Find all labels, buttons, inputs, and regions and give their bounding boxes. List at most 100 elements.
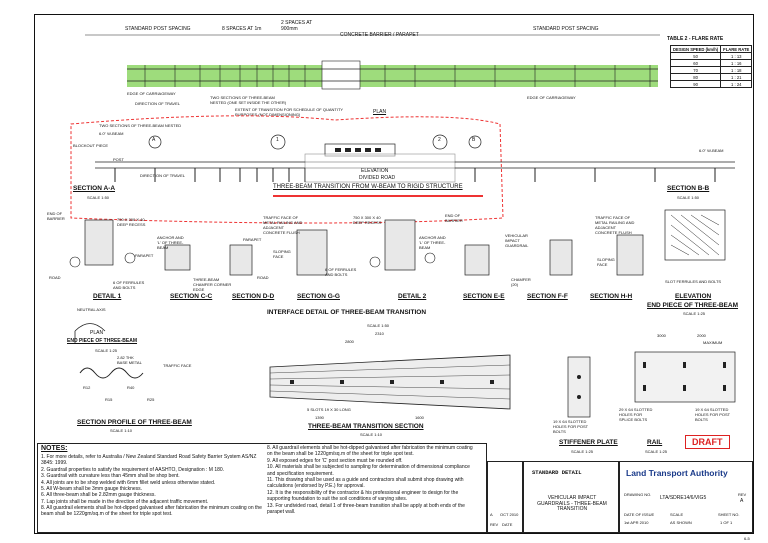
- sheet-value: 1 OF 1: [720, 520, 733, 525]
- elevation-drawing: [70, 115, 735, 224]
- detail-1-title: DETAIL 1: [93, 293, 122, 300]
- rail-scale: SCALE 1:25: [645, 449, 668, 454]
- blockout-label: BLOCKOUT PIECE: [73, 143, 109, 148]
- slot-ferrules-note: SLOT FERRULES AND BOLTS: [665, 279, 722, 284]
- spaces-2-label: 2 SPACES AT 900mm: [281, 20, 313, 32]
- dim-r40: R40: [127, 385, 135, 390]
- transition-slots: 5 SLOTS 19 X 30 LONG: [307, 407, 351, 412]
- rev-date-col: DATE: [502, 522, 513, 527]
- notes-box: [37, 443, 487, 533]
- transition-dim-bottom-1: 1390: [315, 415, 324, 420]
- rev-col: REV: [490, 522, 499, 527]
- direction-travel-top: DIRECTION OF TRAVEL: [135, 101, 180, 106]
- std-post-spacing-right: STANDARD POST SPACING: [533, 26, 599, 32]
- transition-dim-top-2: 2800: [345, 339, 354, 344]
- note-item: 9. All exposed edges for 'C' post sectio…: [267, 457, 403, 464]
- transition-title: THREE-BEAM TRANSITION SECTION: [308, 423, 424, 430]
- ferrules-note-2: 6 OF FERRULES AND BOLTS: [325, 267, 357, 277]
- road-note-1: ROAD: [49, 275, 61, 280]
- flare-table-title: TABLE 2 - FLARE RATE: [667, 36, 724, 42]
- deep-recess-note-2: 750 X 300 X 40 DEEP RECESS: [353, 215, 382, 225]
- scale-label: SCALE: [670, 512, 684, 517]
- sloping-face-note: SLOPING FACE: [273, 249, 291, 259]
- stiffener-drawing: [567, 356, 591, 418]
- ferrules-note: 6 OF FERRULES AND BOLTS: [113, 280, 145, 290]
- rail-maximum: MAXIMUM: [703, 340, 723, 345]
- notes-right: 8. All guardrail elements shall be hot-d…: [267, 445, 477, 515]
- traffic-face-note-2: TRAFFIC FACE OF METAL RAILING AND ADJACE…: [595, 215, 635, 235]
- three-beam-chamfer-note: THREE-BEAM CHAMFER CORNER EDGE: [193, 277, 232, 292]
- top-plan-drawing: [85, 34, 660, 90]
- note-item: 6. All three-beam shall be 2.82mm gauge …: [41, 492, 156, 499]
- drawing-sheet: STANDARD POST SPACING 8 SPACES AT 1m 2 S…: [34, 14, 754, 534]
- transition-scale-2: SCALE 1:10: [360, 432, 383, 437]
- elevation-end-title: ELEVATION: [675, 293, 712, 300]
- dim-r25: R25: [147, 397, 155, 402]
- dim-r12: R12: [83, 385, 91, 390]
- notes-left: NOTES: 1. For more details, refer to Aus…: [41, 445, 265, 518]
- rail-slotted-post: 19 X 64 SLOTTED HOLES FOR POST BOLTS: [695, 407, 731, 422]
- two-sections-note: TWO SECTIONS OF THREE-BEAM NESTED: [99, 123, 182, 128]
- note-item: 12. It is the responsibility of the cont…: [267, 489, 459, 503]
- callout-1: 1: [276, 137, 279, 143]
- note-item: 4. All joints are to be shop welded with…: [41, 479, 216, 486]
- standard-detail-block: STANDARD DETAIL VEHICULAR IMPACT GUARDRA…: [523, 461, 619, 533]
- flare-header-speed: DESIGN SPEED (km/h): [669, 45, 722, 53]
- anchor-note-2: ANCHOR AND 'L' OF THREE-BEAM: [419, 235, 446, 250]
- note-item: 5. All W-beam shall be 3mm gauge thickne…: [41, 485, 143, 492]
- flare-cell: 70: [669, 66, 722, 74]
- section-dd-title: SECTION D-D: [232, 293, 275, 300]
- flare-cell: 50: [669, 52, 722, 60]
- interface-detail-title: INTERFACE DETAIL OF THREE-BEAM TRANSITIO…: [267, 309, 427, 316]
- sheet-label: SHEET NO.: [718, 512, 740, 517]
- note-item: 3. Guardrail with curvature less than 45…: [41, 473, 180, 480]
- rev-label: REV: [738, 492, 747, 497]
- note-item: 11. This drawing shall be used as a guid…: [267, 476, 464, 490]
- rev-value: A: [740, 498, 744, 504]
- date-label: DATE OF ISSUE: [624, 512, 655, 517]
- scale-value: AS SHOWN: [670, 520, 692, 525]
- edge-carriageway-left: EDGE OF CARRIAGEWAY: [127, 91, 176, 96]
- extent-label: EXTENT OF TRANSITION FOR SCHEDULE OF QUA…: [235, 107, 344, 117]
- end-barrier-note-2: END OF BARRIER: [445, 213, 463, 223]
- direction-travel-elev: DIRECTION OF TRAVEL: [140, 173, 185, 178]
- flare-cell: 60: [669, 59, 722, 67]
- drawing-no-label: DRAWING NO.: [624, 492, 652, 497]
- sloping-face-note-2: SLOPING FACE: [597, 257, 615, 267]
- sections-drawing: [69, 209, 726, 276]
- rev-a: A: [490, 512, 493, 517]
- edge-carriageway-right: EDGE OF CARRIAGEWAY: [527, 95, 576, 100]
- traffic-face-label: TRAFFIC FACE: [163, 363, 192, 368]
- section-hh-title: SECTION H-H: [590, 293, 633, 300]
- std-post-spacing-left: STANDARD POST SPACING: [125, 26, 191, 32]
- flare-cell: 1 : 13: [720, 52, 753, 60]
- rail-drawing: [634, 351, 736, 403]
- end-piece-title: END PIECE OF THREE-BEAM: [647, 302, 739, 309]
- stiffener-title: STIFFENER PLATE: [559, 439, 618, 446]
- note-item: 7. Lap joints shall be made in the direc…: [41, 498, 209, 505]
- note-item: 2. Guardrail properties to satisfy the r…: [41, 466, 225, 473]
- drawing-no: LTA/SDRE14/6/VIG5: [660, 495, 707, 501]
- stiffener-scale: SCALE 1:25: [571, 449, 594, 454]
- note-item: 13. For undivided road, detail 1 of thre…: [267, 502, 465, 515]
- base-metal-label: 2.82 THK BASE METAL: [117, 355, 142, 365]
- standard-detail-label: STANDARD DETAIL: [532, 469, 582, 476]
- section-profile-scale: SCALE 1:10: [110, 428, 133, 433]
- transition-scale: SCALE 1:50: [367, 323, 390, 328]
- rail-dim-1: 3000: [657, 333, 666, 338]
- rev-date-val: OCT 2010: [500, 512, 519, 517]
- note-item: 10. All materials shall be subjected to …: [267, 464, 470, 477]
- transition-drawing: [269, 354, 511, 410]
- main-title: THREE-BEAM TRANSITION FROM W-BEAM TO RIG…: [273, 184, 463, 190]
- divided-road-label: DIVIDED ROAD: [359, 175, 396, 181]
- section-profile-title: SECTION PROFILE OF THREE-BEAM: [77, 419, 192, 426]
- section-ee-title: SECTION E-E: [463, 293, 505, 300]
- end-piece-scale: SCALE 1:25: [683, 311, 706, 316]
- drawing-title: VEHICULAR IMPACT GUARDRAILS - THREE-BEAM…: [537, 495, 607, 512]
- elevation-label: ELEVATION: [361, 168, 389, 174]
- end-piece-label: END PIECE OF THREE-BEAM: [67, 338, 138, 344]
- section-aa-scale: SCALE 1:50: [87, 195, 110, 200]
- plan-label: PLAN: [373, 109, 387, 115]
- dim-r15: R15: [105, 397, 113, 402]
